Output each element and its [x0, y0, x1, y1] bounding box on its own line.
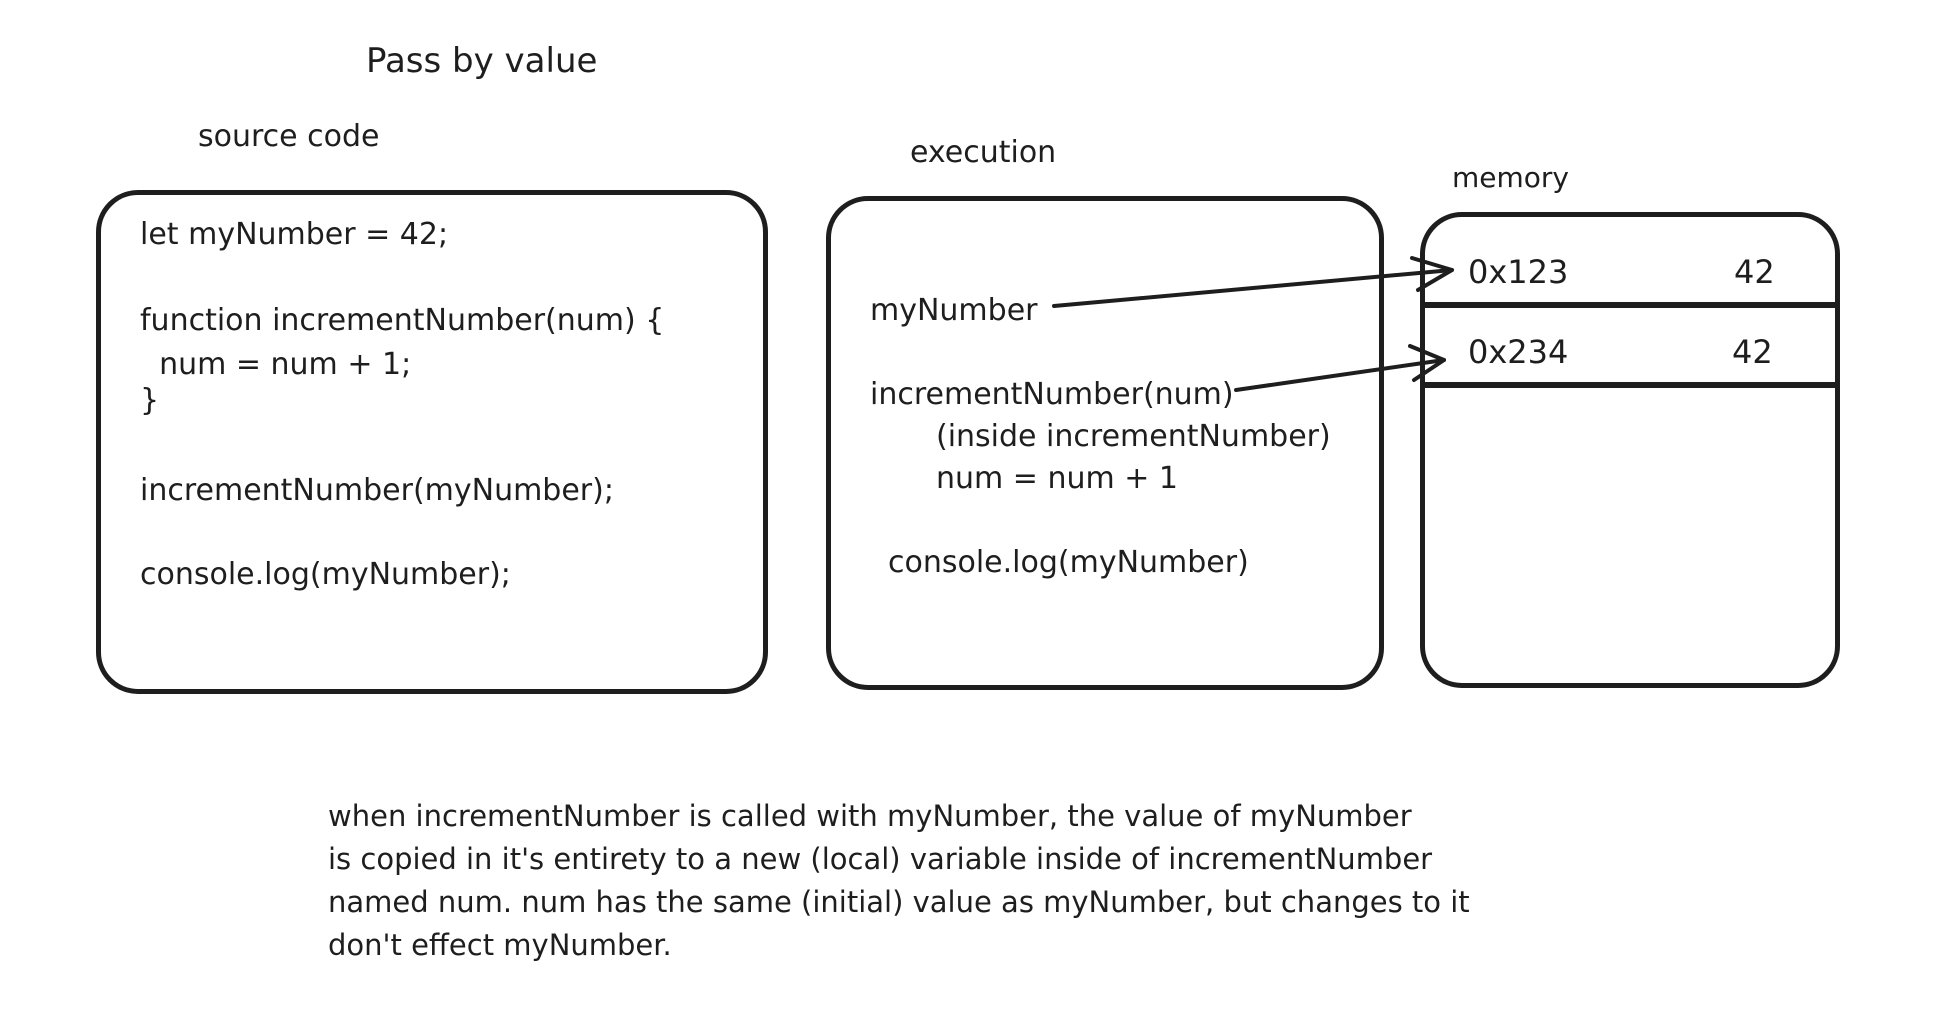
note-line: named num. num has the same (initial) va…: [328, 885, 1470, 919]
memory-address: 0x123: [1468, 253, 1569, 291]
memory-row-divider: [1422, 382, 1840, 388]
explanation-note: when incrementNumber is called with myNu…: [328, 752, 1470, 1010]
memory-label: memory: [1452, 161, 1569, 194]
execution-label: execution: [910, 135, 1057, 170]
memory-box: [1420, 212, 1840, 688]
diagram-title: Pass by value: [366, 41, 598, 81]
exec-item-inside: (inside incrementNumber): [936, 419, 1331, 454]
code-line: num = num + 1;: [140, 347, 412, 382]
execution-box: [826, 196, 1384, 690]
memory-row-divider: [1422, 302, 1840, 308]
exec-item-mynumber: myNumber: [870, 293, 1038, 328]
code-line: let myNumber = 42;: [140, 217, 449, 252]
code-line: console.log(myNumber);: [140, 557, 511, 592]
note-line: don't effect myNumber.: [328, 928, 672, 962]
exec-item-console: console.log(myNumber): [888, 545, 1249, 580]
exec-item-assign: num = num + 1: [936, 461, 1179, 496]
source-code-box: [96, 190, 768, 694]
note-line: is copied in it's entirety to a new (loc…: [328, 842, 1433, 876]
memory-value: 42: [1734, 253, 1775, 291]
source-code-label: source code: [198, 119, 380, 154]
note-line: when incrementNumber is called with myNu…: [328, 799, 1412, 833]
memory-address: 0x234: [1468, 333, 1569, 371]
code-line: }: [140, 383, 160, 418]
code-line: function incrementNumber(num) {: [140, 303, 665, 338]
exec-item-call: incrementNumber(num): [870, 377, 1234, 412]
memory-value: 42: [1732, 333, 1773, 371]
code-line: incrementNumber(myNumber);: [140, 473, 614, 508]
